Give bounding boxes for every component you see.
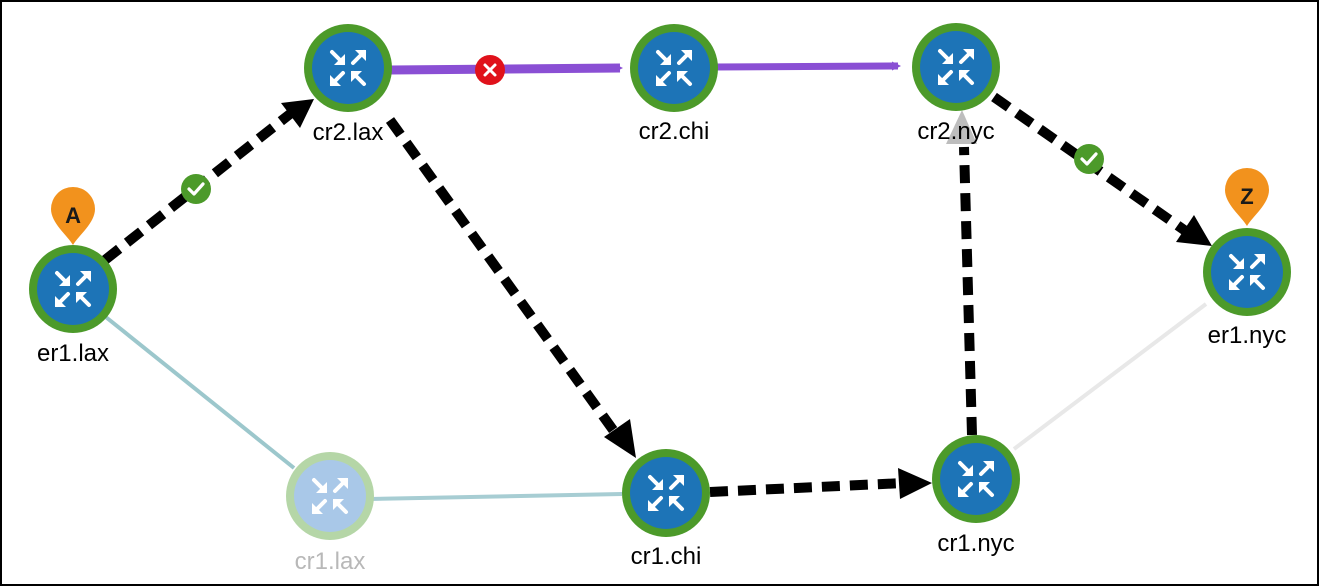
node-er1-nyc[interactable] [1203, 228, 1291, 316]
node-cr1-chi[interactable] [622, 449, 710, 537]
endpoint-z-pin[interactable]: Z [1225, 168, 1269, 226]
link-status-ok-marker[interactable] [1074, 144, 1104, 174]
link-er1nyc-cr1nyc[interactable] [1012, 302, 1208, 451]
node-label-cr1-lax: cr1.lax [295, 548, 366, 575]
node-label-er1-lax: er1.lax [37, 340, 109, 367]
node-label-cr1-nyc: cr1.nyc [937, 530, 1014, 557]
location-pin-icon [51, 187, 95, 245]
arrowhead-to-cr1nyc [898, 468, 932, 499]
x-circle-icon [483, 63, 497, 77]
node-label-cr2-lax: cr2.lax [313, 119, 384, 146]
endpoint-a-letter: A [65, 203, 81, 228]
arrowhead-to-cr1chi [604, 419, 636, 458]
link-cr2lax-cr2chi-primary[interactable] [389, 63, 623, 75]
link-status-ok-marker[interactable] [181, 174, 211, 204]
check-circle-icon [1080, 152, 1098, 166]
link-cr1nyc-cr2nyc-backup[interactable] [959, 146, 977, 436]
node-cr2-nyc[interactable] [912, 23, 1000, 111]
location-pin-icon [1225, 168, 1269, 226]
node-label-er1-nyc: er1.nyc [1208, 322, 1287, 349]
link-cr2lax-cr1chi-backup[interactable] [385, 117, 621, 437]
node-cr2-lax[interactable] [304, 24, 392, 112]
arrowhead-to-er1nyc [1176, 215, 1212, 246]
link-cr1chi-cr1nyc-backup[interactable] [709, 478, 905, 497]
link-er1lax-cr1lax[interactable] [100, 312, 296, 470]
link-cr1lax-cr1chi[interactable] [369, 492, 623, 501]
node-er1-lax[interactable] [29, 245, 117, 333]
node-cr1-lax[interactable] [286, 452, 374, 540]
node-cr1-nyc[interactable] [932, 435, 1020, 523]
link-cr2chi-cr2nyc-primary[interactable] [713, 61, 901, 71]
node-label-cr1-chi: cr1.chi [631, 543, 702, 570]
endpoint-z-letter: Z [1240, 184, 1253, 209]
check-circle-icon [187, 182, 205, 196]
endpoint-a-pin[interactable]: A [51, 187, 95, 245]
arrowhead-to-cr2nyc [946, 110, 977, 144]
arrowhead-to-cr2lax [281, 99, 314, 128]
link-status-error-marker[interactable] [475, 55, 505, 85]
node-label-cr2-nyc: cr2.nyc [917, 118, 994, 145]
node-cr2-chi[interactable] [630, 24, 718, 112]
node-label-cr2-chi: cr2.chi [639, 118, 710, 145]
